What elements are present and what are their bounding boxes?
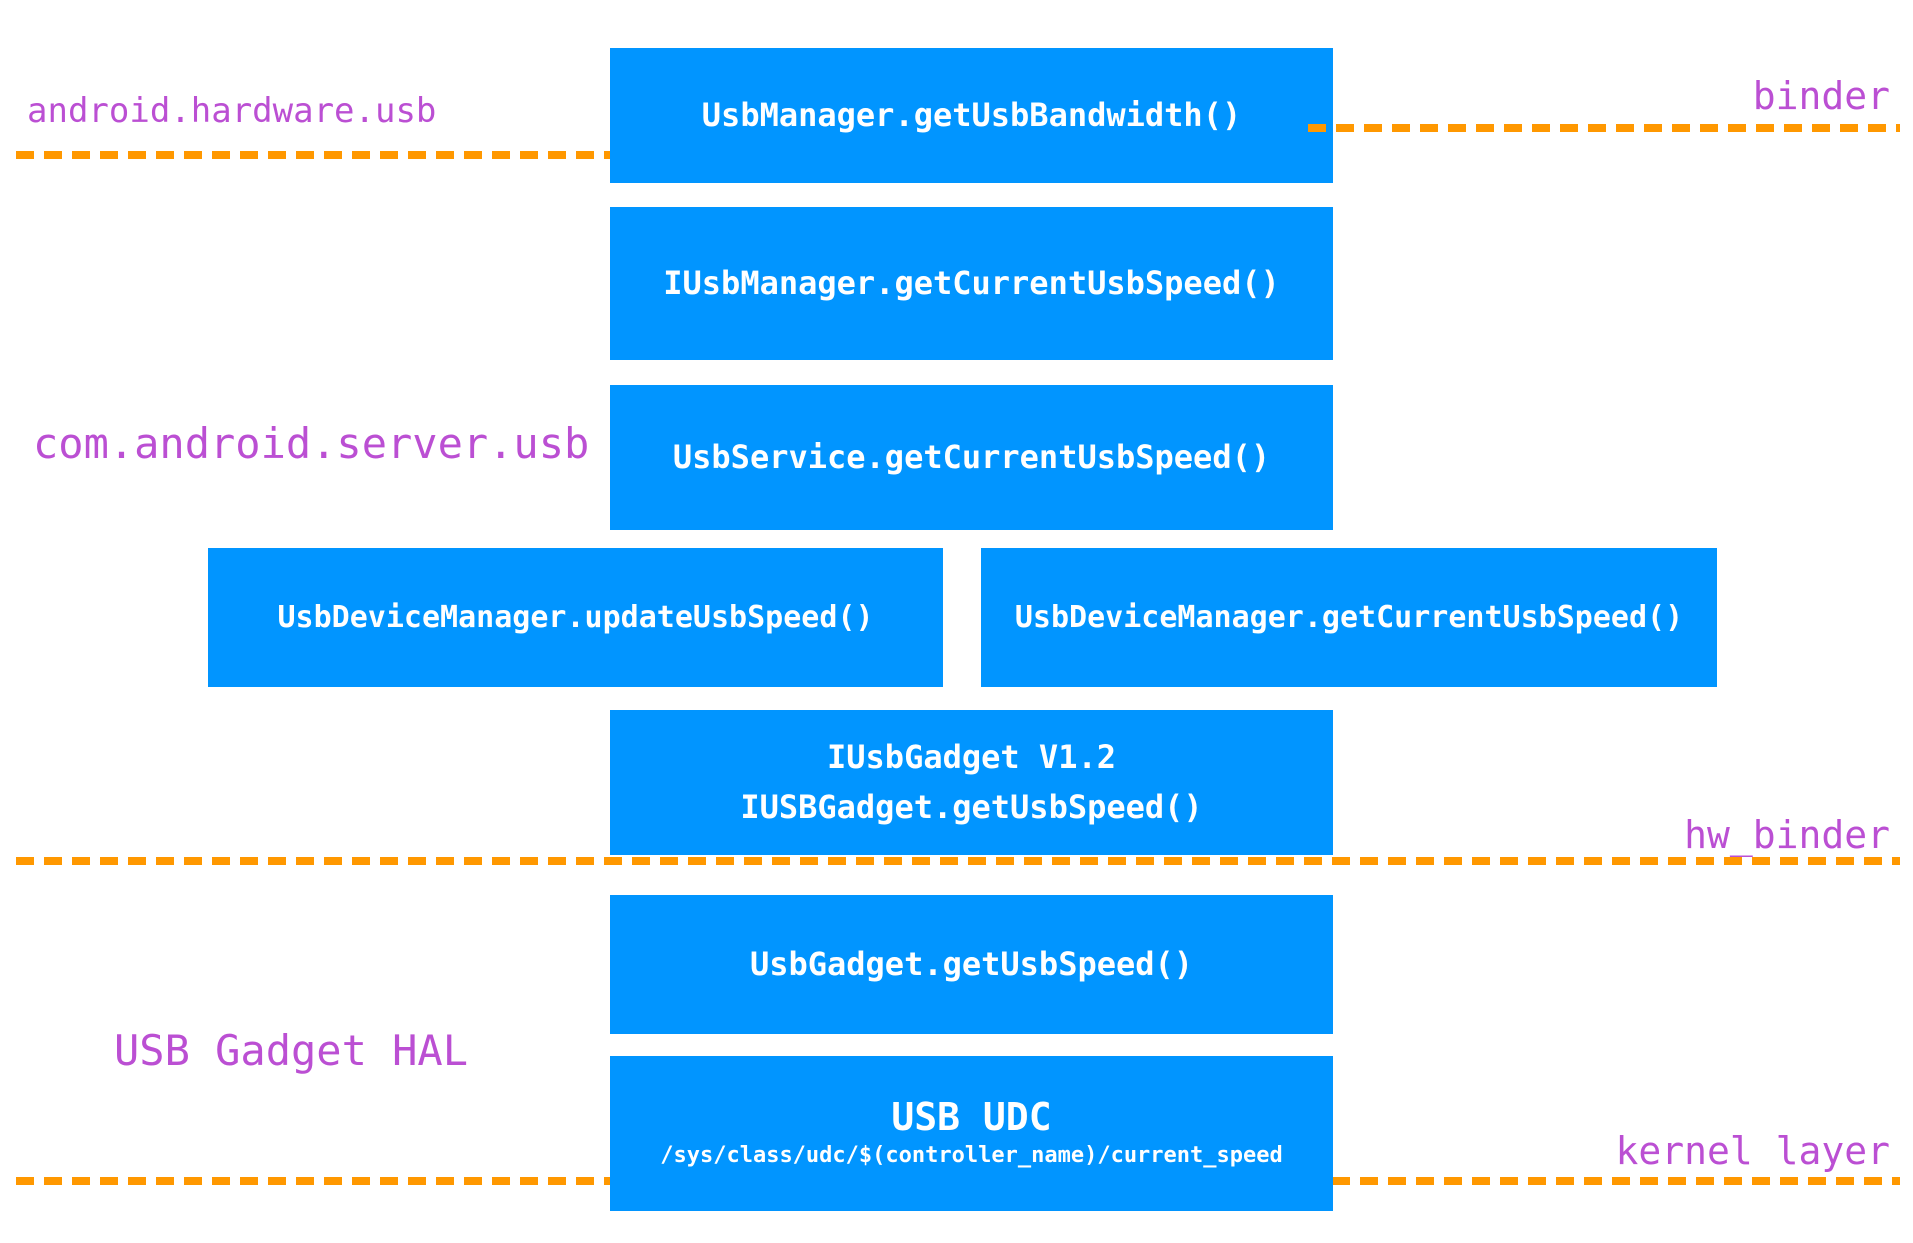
layer-label-binder: binder <box>1752 74 1890 118</box>
layer-label-usb-gadget-hal: USB Gadget HAL <box>114 1026 469 1075</box>
layer-label-kernel-layer: kernel layer <box>1615 1129 1890 1173</box>
box-usb-device-manager-update: UsbDeviceManager.updateUsbSpeed() <box>208 548 943 687</box>
box-usb-device-manager-get: UsbDeviceManager.getCurrentUsbSpeed() <box>981 548 1717 687</box>
box-usb-device-manager-get-label: UsbDeviceManager.getCurrentUsbSpeed() <box>1014 599 1684 635</box>
box-usb-manager-label: UsbManager.getUsbBandwidth() <box>701 95 1242 134</box>
box-iusb-gadget: IUsbGadget V1.2 IUSBGadget.getUsbSpeed() <box>610 710 1333 855</box>
box-usb-gadget-label: UsbGadget.getUsbSpeed() <box>749 944 1194 983</box>
layer-label-hw-binder: hw_binder <box>1684 813 1890 857</box>
box-usb-udc: USB UDC /sys/class/udc/$(controller_name… <box>610 1056 1333 1211</box>
box-usb-device-manager-update-label: UsbDeviceManager.updateUsbSpeed() <box>277 599 874 635</box>
layer-label-android-hardware-usb: android.hardware.usb <box>27 91 437 131</box>
box-usb-service: UsbService.getCurrentUsbSpeed() <box>610 385 1333 530</box>
box-iusb-manager-label: IUsbManager.getCurrentUsbSpeed() <box>663 263 1280 302</box>
box-iusb-gadget-line2: IUSBGadget.getUsbSpeed() <box>740 787 1203 826</box>
layer-label-com-android-server-usb: com.android.server.usb <box>33 419 590 468</box>
box-usb-gadget: UsbGadget.getUsbSpeed() <box>610 895 1333 1034</box>
binder-boundary-line-left <box>16 151 610 159</box>
box-usb-manager: UsbManager.getUsbBandwidth() <box>610 48 1333 183</box>
box-iusb-manager: IUsbManager.getCurrentUsbSpeed() <box>610 207 1333 360</box>
box-usb-udc-path: /sys/class/udc/$(controller_name)/curren… <box>660 1143 1283 1169</box>
hw-binder-boundary-line <box>16 857 1900 865</box>
binder-boundary-line-right <box>1308 124 1900 132</box>
box-usb-service-label: UsbService.getCurrentUsbSpeed() <box>672 437 1271 476</box>
box-usb-udc-title: USB UDC <box>891 1094 1052 1139</box>
box-iusb-gadget-line1: IUsbGadget V1.2 <box>827 737 1116 776</box>
